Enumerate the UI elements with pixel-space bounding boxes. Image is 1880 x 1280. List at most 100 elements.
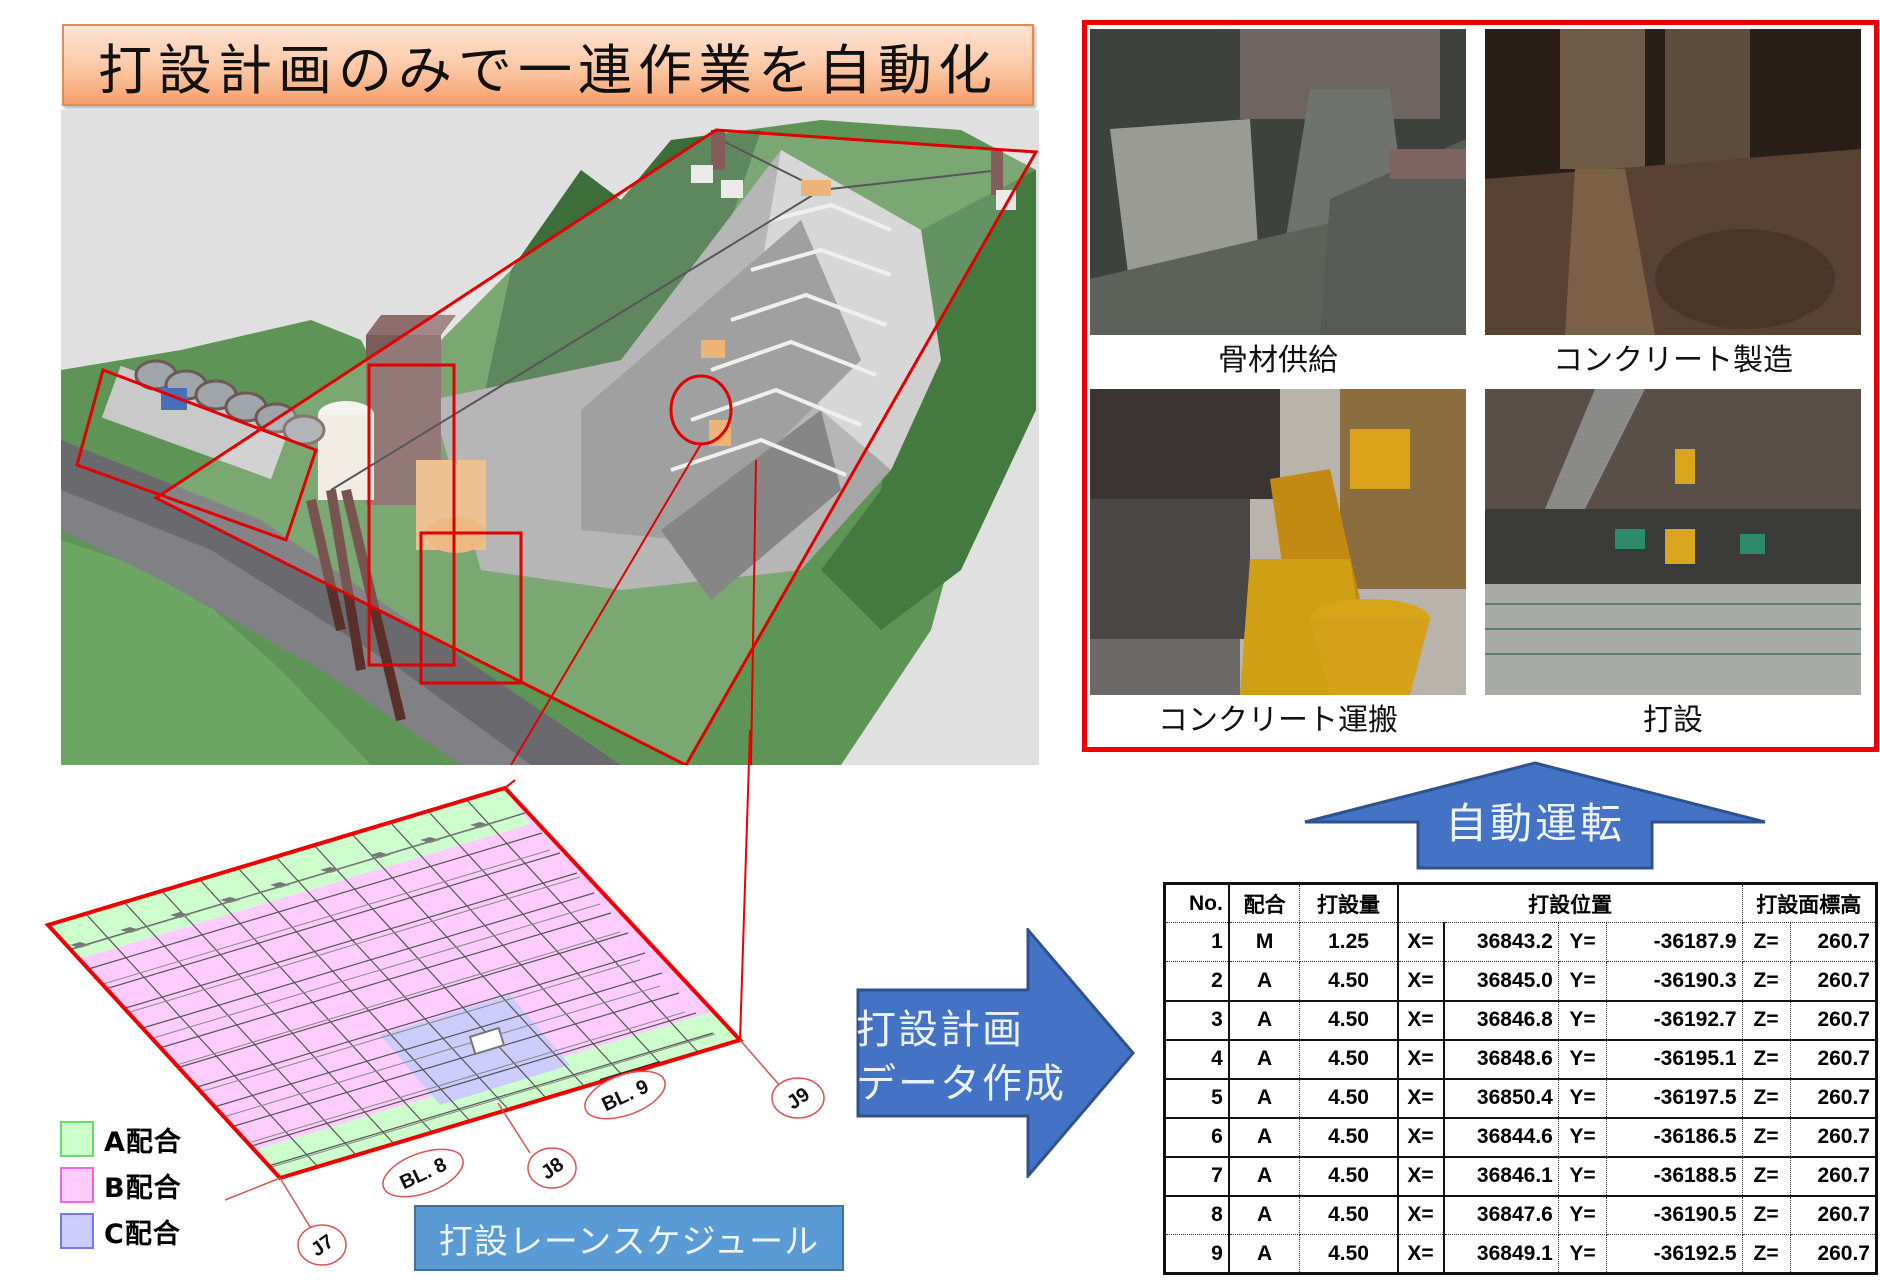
- cell-mix: A: [1228, 1156, 1301, 1197]
- cell-z-label: Z=: [1741, 1117, 1791, 1158]
- cell-y-value: -36186.5: [1606, 1117, 1743, 1158]
- cell-z-value: 260.7: [1789, 1156, 1878, 1197]
- cell-volume: 4.50: [1299, 1195, 1399, 1235]
- cell-volume: 4.50: [1299, 1039, 1399, 1080]
- cell-volume: 4.50: [1299, 961, 1399, 1002]
- cell-x-label: X=: [1397, 1156, 1445, 1197]
- title-banner: 打設計画のみで一連作業を自動化: [62, 24, 1034, 106]
- cell-mix: A: [1228, 1195, 1301, 1235]
- cell-y-label: Y=: [1557, 1195, 1608, 1235]
- cell-z-value: 260.7: [1789, 1195, 1878, 1235]
- cell-y-label: Y=: [1557, 1000, 1608, 1041]
- plan-data-arrow: [838, 928, 1138, 1178]
- photo-caption: 骨材供給: [1218, 343, 1338, 378]
- cell-mix: M: [1228, 922, 1301, 962]
- cell-z-value: 260.7: [1789, 922, 1878, 962]
- cell-x-value: 36845.0: [1443, 961, 1559, 1002]
- cell-mix: A: [1228, 1039, 1301, 1080]
- cell-y-label: Y=: [1557, 922, 1608, 962]
- legend-label: A配合: [104, 1126, 182, 1158]
- cell-no: 5: [1163, 1078, 1230, 1119]
- cell-y-value: -36188.5: [1606, 1156, 1743, 1197]
- cell-no: 2: [1163, 961, 1230, 1002]
- table-row: 5 A 4.50 X= 36850.4 Y= -36197.5 Z= 260.7: [1163, 1078, 1878, 1119]
- cell-no: 4: [1163, 1039, 1230, 1080]
- cell-x-label: X=: [1397, 922, 1445, 962]
- header-no: No.: [1163, 883, 1230, 923]
- cell-x-value: 36848.6: [1443, 1039, 1559, 1080]
- cell-z-label: Z=: [1741, 961, 1791, 1002]
- photo-caption: 打設: [1643, 703, 1703, 738]
- cell-volume: 4.50: [1299, 1117, 1399, 1158]
- header-position: 打設位置: [1397, 883, 1743, 923]
- cell-x-value: 36847.6: [1443, 1195, 1559, 1235]
- cell-no: 8: [1163, 1195, 1230, 1235]
- cell-mix: A: [1228, 961, 1301, 1002]
- cell-x-label: X=: [1397, 1195, 1445, 1235]
- cell-y-label: Y=: [1557, 1234, 1608, 1274]
- cell-z-label: Z=: [1741, 1078, 1791, 1119]
- cell-y-value: -36195.1: [1606, 1039, 1743, 1080]
- table-row: 7 A 4.50 X= 36846.1 Y= -36188.5 Z= 260.7: [1163, 1156, 1878, 1197]
- photo-aggregate-feed: 骨材供給: [1090, 29, 1466, 387]
- cell-no: 9: [1163, 1234, 1230, 1274]
- table-row: 9 A 4.50 X= 36849.1 Y= -36192.5 Z= 260.7: [1163, 1234, 1878, 1274]
- cell-z-value: 260.7: [1789, 1000, 1878, 1041]
- site-3d-view: [61, 110, 1039, 765]
- photo-concrete-placement: 打設: [1485, 389, 1861, 747]
- cell-x-value: 36850.4: [1443, 1078, 1559, 1119]
- cell-x-value: 36846.1: [1443, 1156, 1559, 1197]
- placement-lane-diagram: J7 BL. 8 J8 BL. 9 J9: [40, 729, 840, 1280]
- cell-z-label: Z=: [1741, 922, 1791, 962]
- cell-y-label: Y=: [1557, 1156, 1608, 1197]
- cell-x-label: X=: [1397, 1000, 1445, 1041]
- cell-no: 7: [1163, 1156, 1230, 1197]
- dam-site-illustration: [61, 110, 1039, 765]
- cell-volume: 4.50: [1299, 1078, 1399, 1119]
- page-title: 打設計画のみで一連作業を自動化: [98, 38, 998, 102]
- cell-volume: 4.50: [1299, 1000, 1399, 1041]
- cell-y-label: Y=: [1557, 961, 1608, 1002]
- cell-mix: A: [1228, 1078, 1301, 1119]
- mix-a-swatch: [60, 1121, 94, 1157]
- photo-concrete-mixing: コンクリート製造: [1485, 29, 1861, 387]
- cell-no: 1: [1163, 922, 1230, 962]
- cell-y-value: -36187.9: [1606, 922, 1743, 962]
- legend-item-mix-b: B配合: [60, 1162, 182, 1208]
- cell-volume: 4.50: [1299, 1156, 1399, 1197]
- photo-caption: コンクリート製造: [1553, 343, 1793, 378]
- cell-x-label: X=: [1397, 1117, 1445, 1158]
- cell-z-value: 260.7: [1789, 1234, 1878, 1274]
- cell-z-label: Z=: [1741, 1156, 1791, 1197]
- cell-x-value: 36844.6: [1443, 1117, 1559, 1158]
- mix-c-swatch: [60, 1213, 94, 1249]
- plan-data-label-line1: 打設計画: [856, 1007, 1024, 1053]
- plan-data-label: 打設計画 データ作成: [856, 1003, 1086, 1111]
- table-row: 3 A 4.50 X= 36846.8 Y= -36192.7 Z= 260.7: [1163, 1000, 1878, 1041]
- plan-data-label-line2: データ作成: [856, 1061, 1066, 1107]
- cell-z-label: Z=: [1741, 1195, 1791, 1235]
- table-row: 1 M 1.25 X= 36843.2 Y= -36187.9 Z= 260.7: [1163, 922, 1878, 962]
- header-volume: 打設量: [1299, 883, 1399, 923]
- auto-operation-label: 自動運転: [1444, 799, 1625, 848]
- cell-x-label: X=: [1397, 961, 1445, 1002]
- mix-b-swatch: [60, 1167, 94, 1203]
- cell-x-value: 36843.2: [1443, 922, 1559, 962]
- legend-label: B配合: [104, 1172, 182, 1204]
- cell-volume: 4.50: [1299, 1234, 1399, 1274]
- legend-item-mix-a: A配合: [60, 1116, 182, 1162]
- legend-item-mix-c: C配合: [60, 1208, 182, 1254]
- cell-y-value: -36192.5: [1606, 1234, 1743, 1274]
- auto-operation-arrow: [1300, 760, 1770, 872]
- table-row: 6 A 4.50 X= 36844.6 Y= -36186.5 Z= 260.7: [1163, 1117, 1878, 1158]
- cell-no: 6: [1163, 1117, 1230, 1158]
- lane-schedule-label: 打設レーンスケジュール: [414, 1205, 844, 1271]
- aggregate-feed-photo: [1090, 29, 1466, 335]
- up-arrow-icon: [1304, 761, 1766, 870]
- table-row: 2 A 4.50 X= 36845.0 Y= -36190.3 Z= 260.7: [1163, 961, 1878, 1002]
- table-row: 4 A 4.50 X= 36848.6 Y= -36195.1 Z= 260.7: [1163, 1039, 1878, 1080]
- cell-mix: A: [1228, 1117, 1301, 1158]
- mix-legend: A配合 B配合 C配合: [60, 1116, 182, 1254]
- concrete-transport-photo: [1090, 389, 1466, 695]
- cell-y-label: Y=: [1557, 1078, 1608, 1119]
